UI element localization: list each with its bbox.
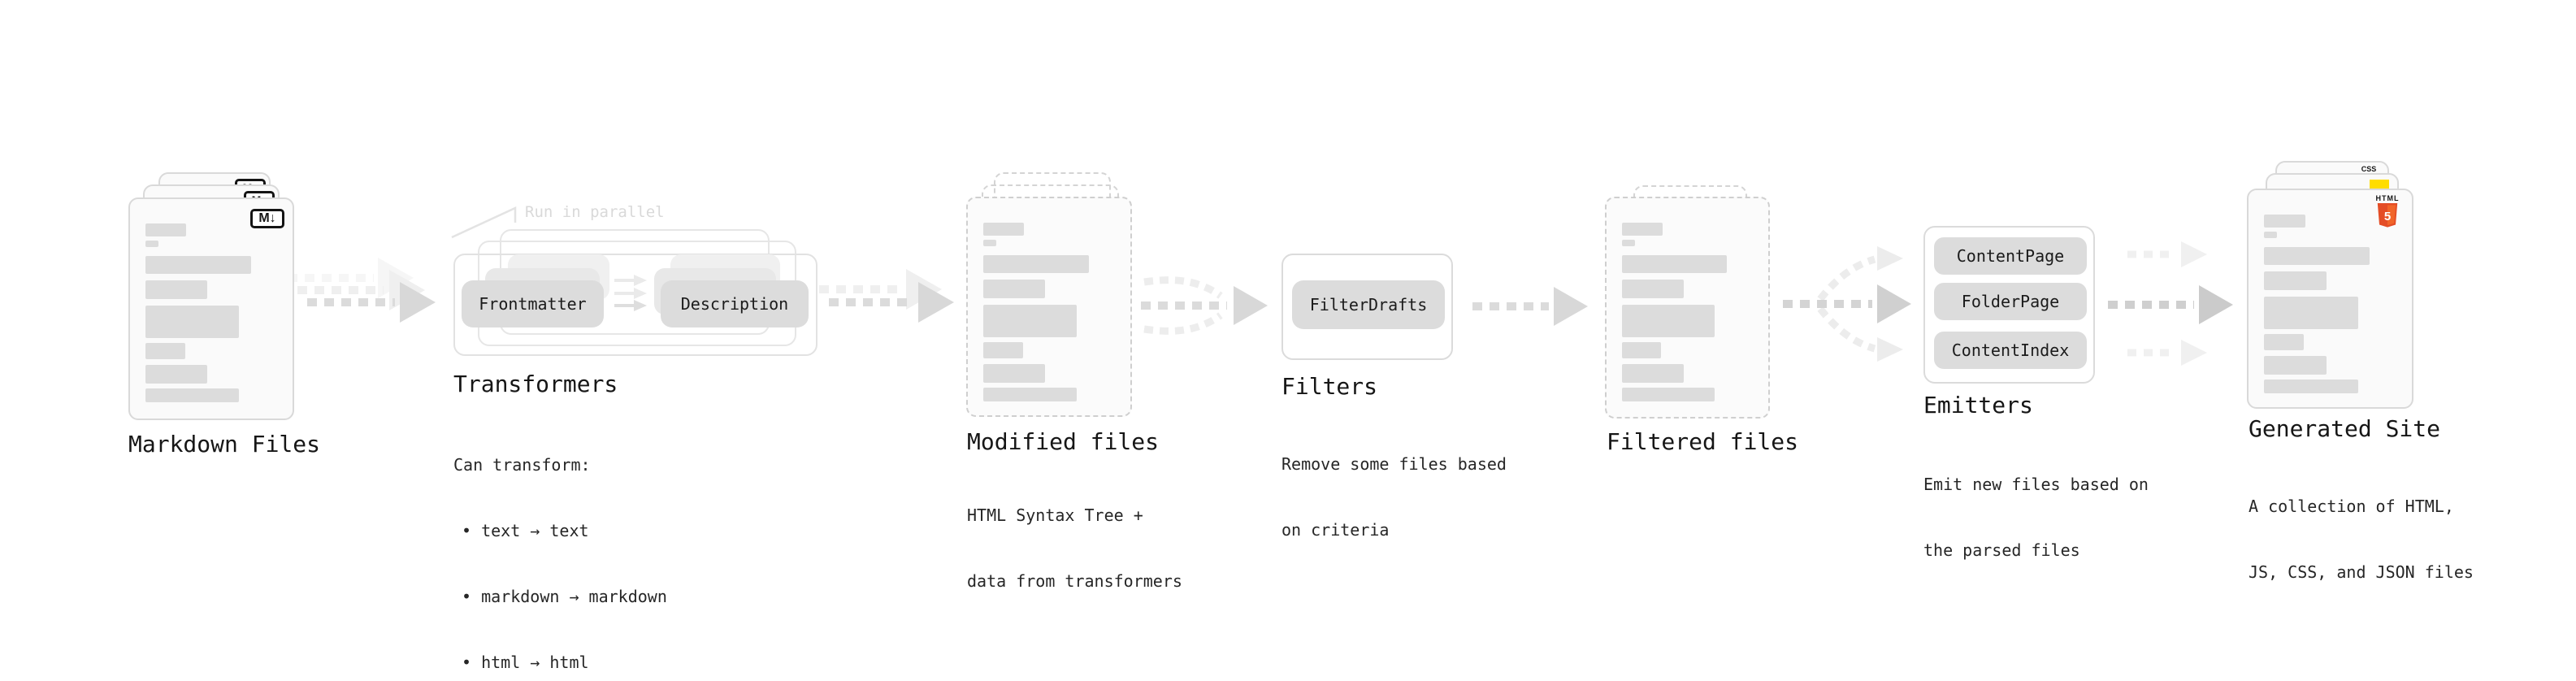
transformer-pill-arrows <box>614 275 647 311</box>
skeleton-line <box>983 280 1046 298</box>
html5-shield-icon: 5 <box>2377 203 2398 228</box>
description-line: the parsed files <box>1923 540 2080 560</box>
skeleton-line <box>983 255 1089 273</box>
description-line: Remove some files based <box>1281 454 1507 474</box>
arrow-filters-to-filtered <box>1472 287 1588 326</box>
skeleton-text <box>983 223 1115 401</box>
skeleton-line <box>1622 364 1684 383</box>
skeleton-line <box>145 365 208 384</box>
description-line: • markdown → markdown <box>462 587 667 606</box>
stage-title-generated: Generated Site <box>2249 415 2441 442</box>
js-icon <box>2370 180 2389 189</box>
pill-description: Description <box>661 280 809 327</box>
skeleton-line <box>2264 247 2370 265</box>
annotation-run-in-parallel: Run in parallel <box>525 203 665 221</box>
html5-icon: HTML 5 <box>2373 194 2402 228</box>
skeleton-line <box>1622 280 1684 298</box>
description-line: on criteria <box>1281 520 1390 540</box>
skeleton-line <box>145 343 185 359</box>
description-line: • text → text <box>462 521 589 540</box>
transformer-box-front <box>453 254 817 356</box>
description-line: • html → html <box>462 653 589 672</box>
skeleton-line <box>2264 356 2327 375</box>
markdown-file-card-front: M↓ <box>128 197 294 420</box>
skeleton-line <box>145 388 240 402</box>
stage-title-markdown: Markdown Files <box>128 431 321 458</box>
skeleton-line <box>145 241 159 247</box>
pill-contentpage: ContentPage <box>1934 237 2087 275</box>
skeleton-line <box>1622 240 1636 246</box>
skeleton-line <box>983 342 1023 358</box>
stage-description-emitters: Emit new files based on the parsed files <box>1923 430 2149 605</box>
description-line: HTML Syntax Tree + <box>967 505 1143 525</box>
arrow-emitters-to-generated <box>2108 241 2233 366</box>
description-line: JS, CSS, and JSON files <box>2249 562 2474 582</box>
stage-description-modified: HTML Syntax Tree + data from transformer… <box>967 461 1182 636</box>
description-line: Emit new files based on <box>1923 475 2149 494</box>
pill-filterdrafts: FilterDrafts <box>1292 280 1445 329</box>
stage-title-transformers: Transformers <box>453 371 618 397</box>
description-line: Can transform: <box>453 455 591 475</box>
skeleton-line <box>145 223 187 236</box>
description-line: data from transformers <box>967 571 1182 591</box>
arrow-markdown-to-transformers <box>288 258 436 323</box>
stage-description-transformers: Can transform: • text → text • markdown … <box>453 410 667 681</box>
skeleton-line <box>145 306 240 338</box>
skeleton-line <box>983 223 1025 236</box>
skeleton-text <box>2264 215 2396 393</box>
description-line: A collection of HTML, <box>2249 497 2454 516</box>
skeleton-line <box>983 240 997 246</box>
annotation-leader-line <box>451 206 517 239</box>
skeleton-line <box>983 364 1046 383</box>
skeleton-line <box>1622 388 1715 401</box>
arrow-filtered-to-emitters <box>1783 246 1911 362</box>
arrow-modified-to-filters <box>1141 276 1268 335</box>
markdown-icon: M↓ <box>250 209 284 228</box>
skeleton-text <box>1622 223 1753 401</box>
skeleton-text <box>145 223 277 402</box>
skeleton-line <box>1622 223 1663 236</box>
skeleton-line <box>2264 232 2278 238</box>
stage-description-filters: Remove some files based on criteria <box>1281 410 1507 585</box>
filtered-file-card-front <box>1605 197 1770 419</box>
svg-text:5: 5 <box>2384 210 2391 223</box>
pill-folderpage: FolderPage <box>1934 283 2087 320</box>
skeleton-line <box>1622 255 1727 273</box>
stage-title-modified: Modified files <box>967 428 1160 455</box>
generated-file-card-html: HTML 5 <box>2247 189 2413 409</box>
pill-frontmatter: Frontmatter <box>462 280 604 327</box>
skeleton-line <box>2264 271 2327 290</box>
skeleton-line <box>2264 215 2305 228</box>
skeleton-line <box>2264 334 2304 350</box>
skeleton-line <box>2264 297 2358 329</box>
skeleton-line <box>2264 380 2358 393</box>
modified-file-card-front <box>966 197 1132 417</box>
skeleton-line <box>1622 342 1662 358</box>
html5-icon-label: HTML <box>2375 194 2400 202</box>
stage-title-filters: Filters <box>1281 373 1378 400</box>
css-icon-label: CSS <box>2361 165 2377 173</box>
skeleton-line <box>1622 305 1715 337</box>
stage-description-generated: A collection of HTML, JS, CSS, and JSON … <box>2249 452 2474 627</box>
arrow-transformers-to-modified <box>819 269 954 323</box>
stage-title-filtered: Filtered files <box>1607 428 1799 455</box>
pill-contentindex: ContentIndex <box>1934 332 2087 369</box>
skeleton-line <box>145 280 208 299</box>
skeleton-line <box>145 256 251 274</box>
skeleton-line <box>983 305 1078 337</box>
stage-title-emitters: Emitters <box>1923 392 2033 419</box>
skeleton-line <box>983 388 1078 401</box>
